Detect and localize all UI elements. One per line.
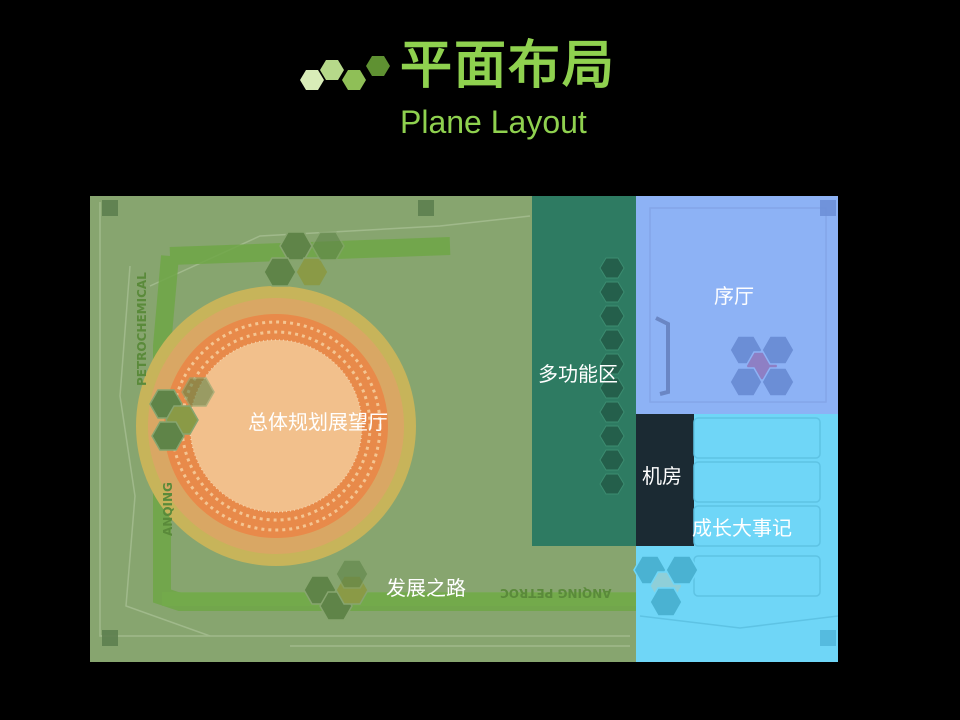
page-subtitle: Plane Layout — [400, 104, 587, 140]
zone-label-multifunction: 多功能区 — [538, 362, 618, 386]
pillar-markers — [102, 200, 836, 646]
road-bottom-edge — [162, 592, 636, 606]
zone-label-machine-room: 机房 — [642, 464, 682, 488]
zone-label-prelude-hall: 序厅 — [714, 284, 754, 308]
cyan-area-lines — [639, 417, 838, 629]
map-text-petrochemical: PETROCHEMICAL — [135, 272, 149, 386]
zone-label-development-road: 发展之路 — [386, 576, 466, 600]
page-title: 平面布局 — [400, 36, 617, 96]
hex-cluster-prelude-icon — [729, 335, 795, 397]
inner-hall — [190, 340, 362, 512]
floor-plan-drawing — [90, 196, 838, 662]
hex-cluster-left-icon — [149, 377, 215, 451]
zone-label-overall-planning-hall: 总体规划展望厅 — [248, 410, 388, 434]
plan-outline-lines — [99, 202, 630, 647]
hex-cluster-bottom-icon — [303, 559, 369, 621]
hex-column-multifunction-icon — [599, 257, 625, 495]
blue-area-lines — [649, 207, 827, 403]
floor-plan: PETROCHEMICAL ANQING ANQING PETROC 总体规划展… — [90, 196, 838, 662]
inner-hall-lines — [189, 339, 363, 513]
hexagon-logo-icon — [300, 56, 390, 90]
map-text-anqing: ANQING — [161, 482, 175, 536]
hex-cluster-top-icon — [263, 231, 345, 287]
zone-label-milestones: 成长大事记 — [692, 516, 792, 540]
hex-cluster-milestones-icon — [633, 555, 699, 617]
machine-room-area — [636, 414, 694, 546]
map-text-anqing-petroc: ANQING PETROC — [500, 586, 612, 600]
